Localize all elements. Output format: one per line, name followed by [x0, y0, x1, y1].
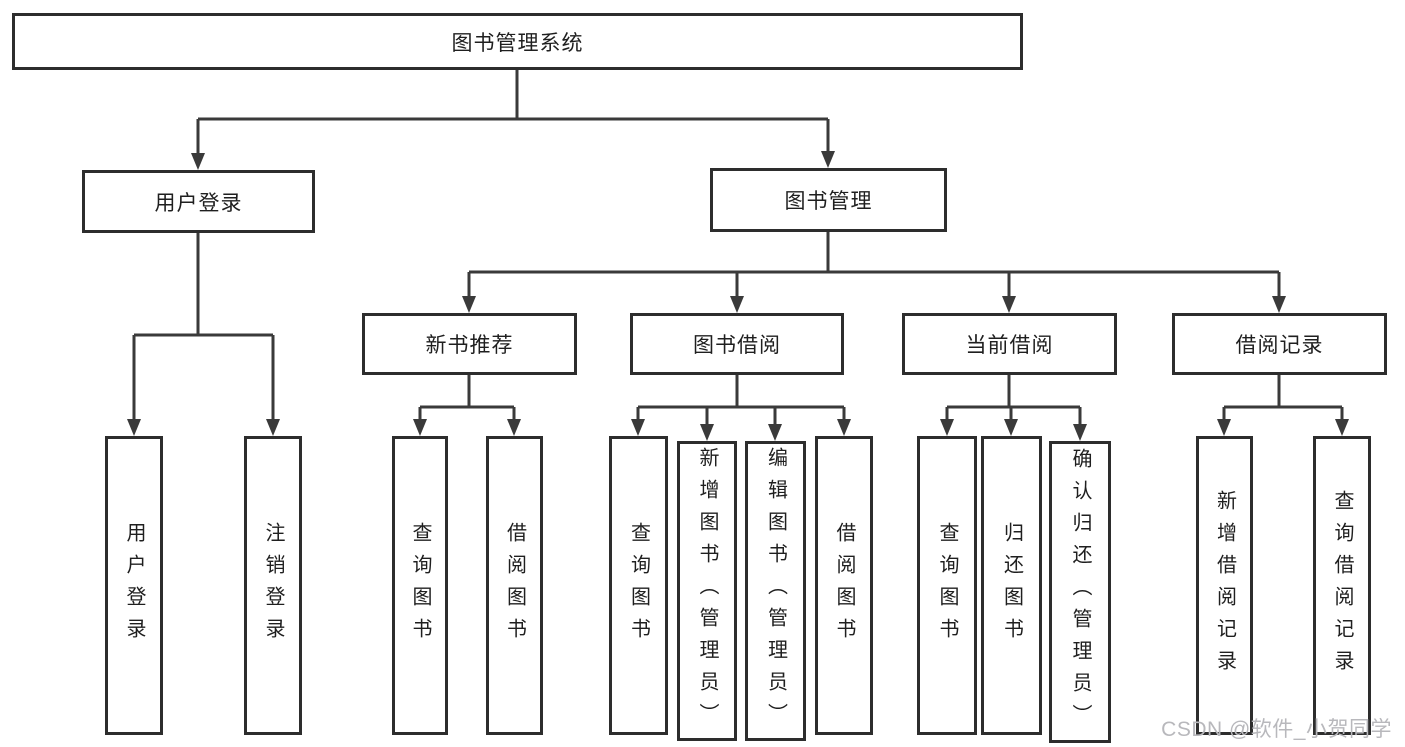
leaf-cb-confirm-return-admin-label: 确认归还（管理员）	[1069, 448, 1091, 736]
leaf-cb-query-books-label: 查询图书	[936, 521, 958, 650]
leaf-nb-query-books-label: 查询图书	[409, 521, 431, 650]
leaf-bb-borrow-books: 借阅图书	[815, 436, 873, 735]
node-borrow-records-label: 借阅记录	[1235, 334, 1324, 357]
leaf-cb-query-books: 查询图书	[917, 436, 977, 735]
leaf-nb-query-books: 查询图书	[392, 436, 448, 735]
leaf-logout: 注销登录	[244, 436, 302, 735]
node-current-borrowing: 当前借阅	[902, 313, 1117, 375]
node-user-login: 用户登录	[82, 170, 315, 233]
leaf-bb-query-books-label: 查询图书	[627, 521, 650, 650]
leaf-br-query-borrow-record: 查询借阅记录	[1313, 436, 1371, 735]
leaf-bb-add-books-admin-label: 新增图书（管理员）	[696, 447, 718, 735]
leaf-cb-return-books-label: 归还图书	[1000, 521, 1023, 650]
leaf-nb-borrow-books: 借阅图书	[486, 436, 543, 735]
leaf-nb-borrow-books-label: 借阅图书	[503, 521, 526, 650]
leaf-logout-label: 注销登录	[262, 521, 284, 650]
leaf-user-login: 用户登录	[105, 436, 163, 735]
leaf-bb-edit-books-admin: 编辑图书（管理员）	[745, 441, 806, 741]
node-book-management-label: 图书管理	[784, 190, 873, 213]
leaf-user-login-label: 用户登录	[123, 521, 145, 650]
node-new-book-recommend: 新书推荐	[362, 313, 577, 375]
node-borrow-records: 借阅记录	[1172, 313, 1387, 375]
node-new-book-recommend-label: 新书推荐	[425, 334, 514, 357]
node-book-borrowing-label: 图书借阅	[693, 334, 781, 357]
csdn-watermark: CSDN @软件_小贺同学	[1161, 718, 1392, 741]
node-current-borrowing-label: 当前借阅	[965, 334, 1054, 357]
leaf-bb-query-books: 查询图书	[609, 436, 668, 735]
node-book-borrowing: 图书借阅	[630, 313, 844, 375]
node-user-login-label: 用户登录	[154, 191, 243, 215]
leaf-bb-add-books-admin: 新增图书（管理员）	[677, 441, 737, 741]
leaf-cb-confirm-return-admin: 确认归还（管理员）	[1049, 441, 1111, 743]
leaf-br-add-borrow-record-label: 新增借阅记录	[1213, 489, 1236, 682]
node-root-label: 图书管理系统	[451, 31, 584, 55]
node-root: 图书管理系统	[12, 13, 1023, 70]
leaf-bb-edit-books-admin-label: 编辑图书（管理员）	[764, 447, 787, 735]
leaf-br-add-borrow-record: 新增借阅记录	[1196, 436, 1253, 735]
node-book-management: 图书管理	[710, 168, 947, 232]
leaf-bb-borrow-books-label: 借阅图书	[833, 521, 855, 650]
arrowheads	[127, 151, 1349, 441]
leaf-cb-return-books: 归还图书	[981, 436, 1042, 735]
leaf-br-query-borrow-record-label: 查询借阅记录	[1331, 489, 1353, 682]
